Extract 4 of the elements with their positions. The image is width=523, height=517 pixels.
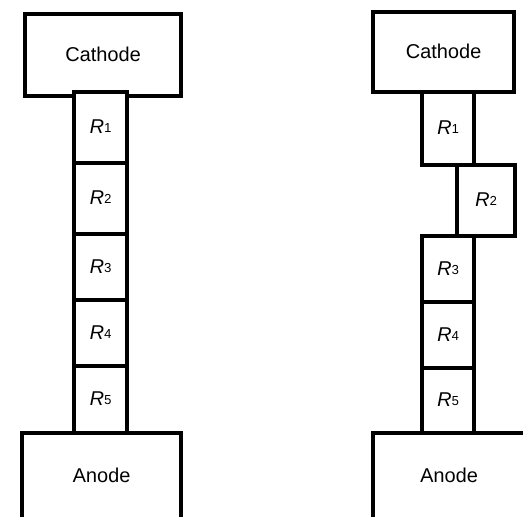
electrode-block: Anode [371,431,523,517]
electrode-block: Cathode [23,12,183,98]
electrode-block: Cathode [371,10,516,94]
electrode-block: Anode [20,431,183,517]
